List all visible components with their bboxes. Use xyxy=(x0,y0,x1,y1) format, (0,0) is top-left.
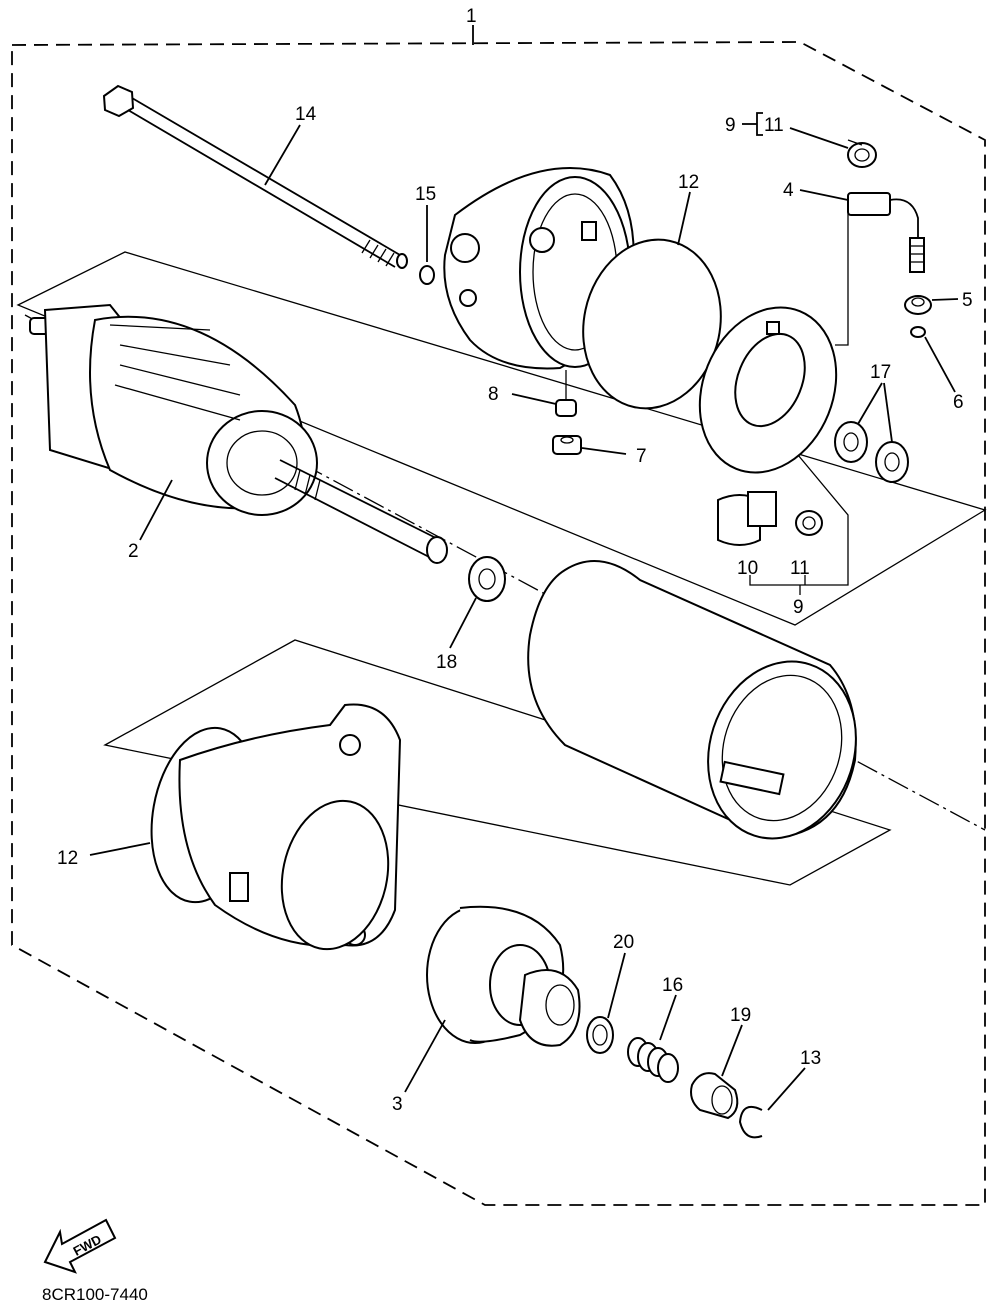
brush-spring-11-bottom xyxy=(795,510,823,536)
label-1: 1 xyxy=(466,6,477,27)
leader-12-bottom xyxy=(89,842,151,856)
label-20: 20 xyxy=(613,932,634,953)
label-19: 19 xyxy=(730,1005,751,1026)
armature-plane xyxy=(16,251,987,626)
label-14: 14 xyxy=(295,104,317,125)
label-18: 18 xyxy=(436,652,457,673)
label-9-bottom: 9 xyxy=(793,597,804,618)
drawing-code: 8CR100-7440 xyxy=(42,1285,148,1304)
collar-19 xyxy=(690,1072,739,1120)
label-4: 4 xyxy=(783,180,794,201)
front-cover-plane xyxy=(103,639,892,886)
label-11-top: 11 xyxy=(764,115,784,136)
front-cover xyxy=(178,703,402,951)
leader-11-top xyxy=(789,127,849,149)
leader-16 xyxy=(659,994,677,1041)
leader-2 xyxy=(139,479,173,541)
leader-13 xyxy=(767,1067,806,1111)
armature-2 xyxy=(29,303,448,564)
label-15: 15 xyxy=(415,184,436,205)
brush-plate xyxy=(698,306,838,474)
leader-4-plate xyxy=(835,200,849,346)
brush-holder-10 xyxy=(717,491,777,546)
leader-5 xyxy=(931,298,959,301)
brush-lead-4 xyxy=(847,192,925,273)
label-13: 13 xyxy=(800,1048,821,1069)
label-11-bottom: 11 xyxy=(790,558,810,579)
circlip-20 xyxy=(586,1016,614,1054)
nut-8 xyxy=(555,370,577,417)
leader-17a xyxy=(857,382,883,425)
label-9-top: 9 xyxy=(725,115,736,136)
leader-4 xyxy=(799,189,849,201)
leader-12-top xyxy=(677,191,691,246)
label-5: 5 xyxy=(962,290,973,311)
label-17: 17 xyxy=(870,362,891,383)
label-16: 16 xyxy=(662,975,683,996)
washers-17 xyxy=(834,421,909,483)
leader-19 xyxy=(721,1024,743,1077)
o-ring-12-top xyxy=(582,238,722,410)
leader-20 xyxy=(607,952,626,1019)
label-2: 2 xyxy=(128,541,139,562)
leader-17b xyxy=(883,382,893,443)
label-12-top: 12 xyxy=(678,172,699,193)
yoke-housing xyxy=(527,560,857,840)
through-bolt xyxy=(102,84,408,269)
nut-5 xyxy=(904,295,932,315)
collar-7 xyxy=(552,435,582,455)
label-12-bottom: 12 xyxy=(57,848,78,869)
brush-spring-11-top xyxy=(847,139,877,168)
leader-14 xyxy=(264,124,301,186)
starter-clutch-3 xyxy=(426,905,581,1047)
fwd-arrow-icon xyxy=(43,1218,117,1274)
spring-16 xyxy=(627,1037,679,1083)
washer-6 xyxy=(910,326,926,338)
bracket-9-bottom xyxy=(749,454,849,586)
washer-18 xyxy=(468,556,506,602)
o-ring-15 xyxy=(419,265,435,285)
leader-3 xyxy=(404,1019,446,1093)
leader-7 xyxy=(581,447,627,455)
leader-18 xyxy=(449,597,477,649)
label-10: 10 xyxy=(737,558,758,579)
label-8: 8 xyxy=(488,384,499,405)
bracket-9-top xyxy=(756,112,763,136)
label-3: 3 xyxy=(392,1094,403,1115)
label-6: 6 xyxy=(953,392,964,413)
leader-8 xyxy=(511,393,557,405)
assembly-boundary xyxy=(11,41,986,1206)
snap-ring-13 xyxy=(738,1106,763,1139)
label-7: 7 xyxy=(636,446,647,467)
leader-6 xyxy=(924,336,956,393)
